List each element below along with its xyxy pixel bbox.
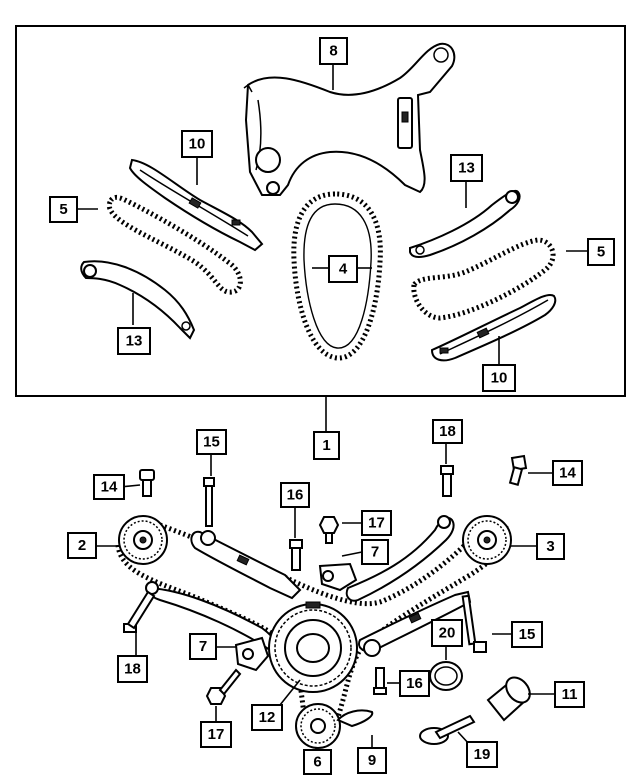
bolt-14-right-part [508,454,528,486]
callout-16-lower: 16 [399,670,430,697]
callout-4: 4 [328,255,358,283]
assembled-tensioner-left-part [190,530,302,600]
cam-sprocket-left-part [118,515,168,565]
callout-15-right: 15 [511,621,543,648]
callout-10-upper-label: 10 [189,136,206,153]
callout-5-left: 5 [49,196,78,223]
bolt-15-left-part [203,477,215,527]
callout-7-lower: 7 [189,633,217,660]
callout-14-right-label: 14 [559,465,576,482]
callout-19: 19 [466,741,498,768]
callout-20-label: 20 [439,625,456,642]
timing-chain-primary-part [291,191,383,361]
callout-15-left: 15 [196,429,227,455]
callout-9-label: 9 [368,752,376,769]
callout-18-upper-label: 18 [439,423,456,440]
callout-10-lower-label: 10 [491,370,508,387]
callout-13-upper-right-label: 13 [458,160,475,177]
bolt-17-upper-part [318,516,340,544]
chain-guide-right-part [409,189,521,258]
tensioner-upper-part [318,562,358,592]
callout-3: 3 [536,533,565,560]
idler-sprocket-part [268,601,358,693]
callout-17-lower-label: 17 [208,726,225,743]
callout-8: 8 [319,37,348,65]
callout-18-lower: 18 [117,655,148,683]
callout-18-lower-label: 18 [124,661,141,678]
callout-8-label: 8 [329,43,337,60]
timing-cover-bracket-part [243,42,456,196]
tensioner-arm-left-part [128,158,264,252]
tensioner-arm-right-part [430,294,557,362]
callout-16-upper: 16 [280,482,310,508]
kit-frame [15,25,626,397]
callout-9: 9 [357,747,387,774]
callout-13-lower-left: 13 [117,327,151,355]
callout-18-upper: 18 [432,419,463,444]
callout-3-label: 3 [546,538,554,555]
bolt-16-lower-part [373,667,387,695]
callout-6-label: 6 [313,754,321,771]
assembled-tensioner-right-part [358,590,472,657]
callout-4-label: 4 [339,261,348,278]
callout-5-left-label: 5 [59,201,67,218]
callout-19-label: 19 [474,746,491,763]
callout-6: 6 [303,749,332,775]
callout-5-right: 5 [587,238,615,266]
callout-14-right: 14 [552,460,583,486]
callout-14-left-label: 14 [101,479,118,496]
callout-13-upper-right: 13 [450,154,483,182]
chain-guide-left-part [80,260,196,340]
callout-5-right-label: 5 [597,244,605,261]
bolt-17-lower-part [205,668,242,705]
callout-7-upper: 7 [361,539,389,565]
callout-10-lower: 10 [482,364,516,392]
timing-chain-left-part [106,194,243,295]
timing-chain-right-part [411,237,556,321]
bolt-15-right-part [461,594,487,653]
bolt-18-upper-part [440,465,454,497]
callout-15-left-label: 15 [203,434,220,451]
callout-11-label: 11 [562,686,578,703]
callout-1: 1 [313,431,340,460]
bolt-washer-part [419,714,476,745]
callout-16-upper-label: 16 [287,487,304,504]
crankshaft-sprocket-part [295,703,341,749]
callout-20: 20 [431,619,463,647]
callout-12-label: 12 [259,709,276,726]
seal-ring-part [429,661,463,691]
bolt-18-lower-part [123,590,156,633]
oil-slinger-part [336,709,374,728]
callout-17-upper: 17 [361,510,392,536]
callout-15-right-label: 15 [519,626,536,643]
callout-16-lower-label: 16 [406,675,423,692]
plug-part [486,676,531,722]
assembled-guide-right-part [345,515,455,602]
callout-2-label: 2 [78,537,86,554]
callout-7-lower-label: 7 [199,638,207,655]
cam-sprocket-right-part [462,515,512,565]
callout-2: 2 [67,532,97,559]
callout-17-upper-label: 17 [368,515,385,532]
bolt-16-upper-part [289,539,303,571]
callout-7-upper-label: 7 [371,544,379,561]
callout-17-lower: 17 [200,721,232,748]
bolt-14-left-part [139,469,155,497]
callout-14-left: 14 [93,474,125,500]
tensioner-lower-part [234,636,270,672]
callout-12: 12 [251,704,283,731]
callout-11: 11 [554,681,585,708]
callout-13-lower-left-label: 13 [126,333,143,350]
callout-10-upper: 10 [181,130,213,158]
callout-1-label: 1 [322,437,330,454]
